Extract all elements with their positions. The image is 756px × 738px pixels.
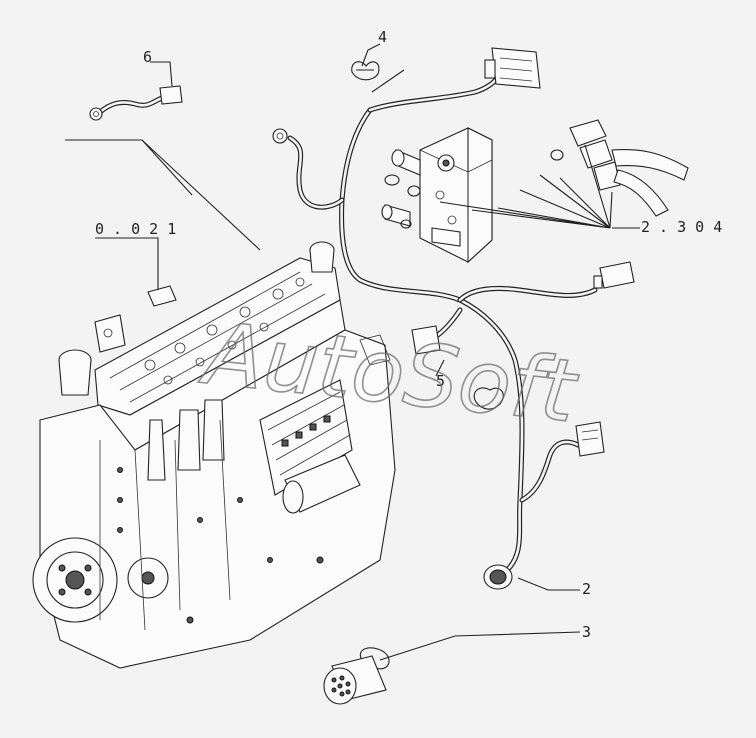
callout-labels: 6 4 0 . 0 2 1 2 . 3 0 4 5 2 3	[95, 28, 722, 641]
callout-6: 6	[143, 48, 152, 66]
leader-lines	[65, 43, 640, 661]
engine-assembly	[32, 241, 396, 669]
harness-clamp	[473, 387, 504, 410]
callout-2-304: 2 . 3 0 4	[641, 218, 722, 236]
sensor-lead	[89, 85, 183, 121]
harness-clip	[351, 61, 380, 81]
round-connector	[323, 647, 390, 705]
callout-5: 5	[436, 372, 445, 390]
callout-4: 4	[378, 28, 387, 46]
callout-0-021: 0 . 0 2 1	[95, 220, 176, 238]
callout-2: 2	[582, 580, 591, 598]
wiring-harness	[272, 47, 635, 590]
callout-3: 3	[582, 623, 591, 641]
valve-block-assembly	[381, 119, 689, 264]
